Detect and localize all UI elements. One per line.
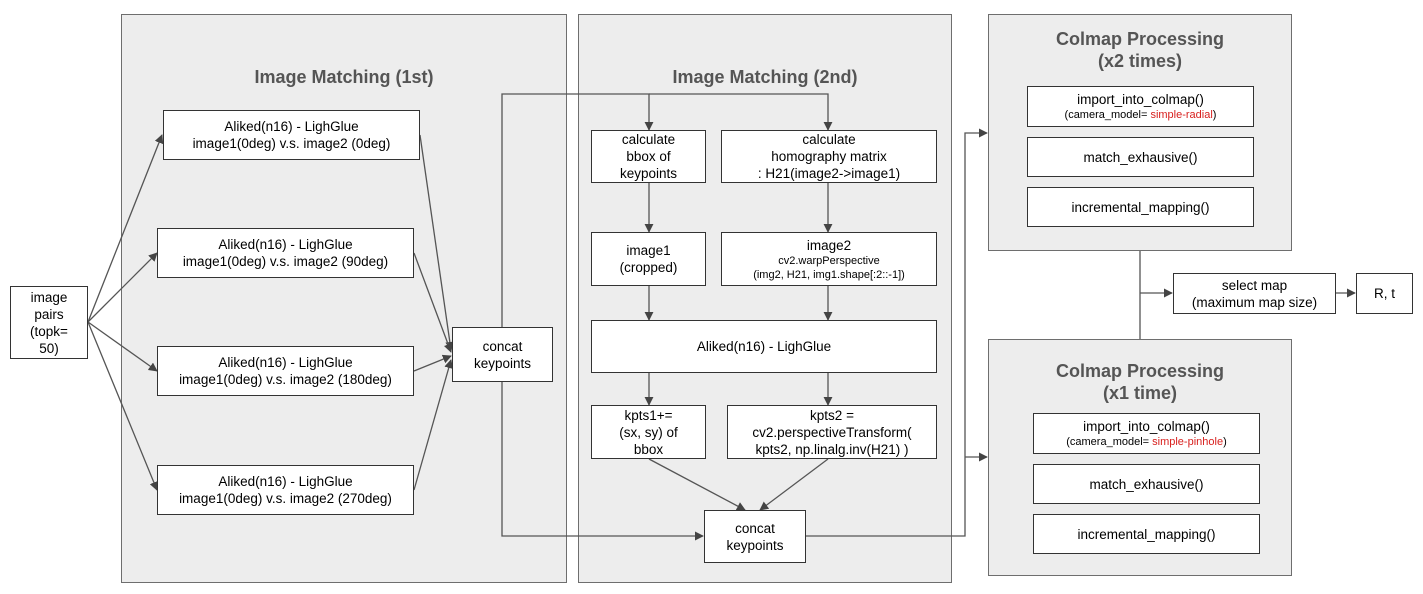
homography-node: calculate homography matrix : H21(image2… xyxy=(721,130,937,183)
concat-keypoints-2: concat keypoints xyxy=(704,510,806,563)
import-label: import_into_colmap() xyxy=(1083,419,1210,434)
match-box-90deg: Aliked(n16) - LighGlue image1(0deg) v.s.… xyxy=(157,228,414,278)
kpts2-node: kpts2 = cv2.perspectiveTransform( kpts2,… xyxy=(727,405,937,459)
match-box-line2: image1(0deg) v.s. image2 (270deg) xyxy=(179,491,392,506)
camera-model-suffix: ) xyxy=(1223,436,1227,448)
output-rt-node: R, t xyxy=(1356,273,1413,314)
match-exhausive-top: match_exhausive() xyxy=(1027,137,1254,177)
match-box-line1: Aliked(n16) - LighGlue xyxy=(218,237,353,252)
incremental-mapping-bottom: incremental_mapping() xyxy=(1033,514,1260,554)
match-box-line2: image1(0deg) v.s. image2 (90deg) xyxy=(182,254,389,269)
match-box-line1: Aliked(n16) - LighGlue xyxy=(218,474,353,489)
incremental-mapping-top: incremental_mapping() xyxy=(1027,187,1254,227)
image2-title: image2 xyxy=(806,237,852,253)
panel-title: Colmap Processing (x2 times) xyxy=(1055,29,1225,71)
camera-model-prefix: (camera_model= xyxy=(1066,436,1153,448)
match-box-line2: image1(0deg) v.s. image2 (180deg) xyxy=(179,372,392,387)
match-box-line1: Aliked(n16) - LighGlue xyxy=(218,355,353,370)
camera-model-value: simple-radial xyxy=(1150,109,1213,121)
aliked-lighglue-node: Aliked(n16) - LighGlue xyxy=(591,320,937,373)
concat-keypoints-1: concat keypoints xyxy=(452,327,553,382)
panel-title: Image Matching (1st) xyxy=(254,67,434,87)
select-map-node: select map (maximum map size) xyxy=(1173,273,1336,314)
camera-model-line: (camera_model= simple-pinhole) xyxy=(1066,435,1227,449)
match-exhausive-bottom: match_exhausive() xyxy=(1033,464,1260,504)
image2-subtitle: cv2.warpPerspective (img2, H21, img1.sha… xyxy=(753,254,905,281)
camera-model-value: simple-pinhole xyxy=(1152,436,1224,448)
match-box-line1: Aliked(n16) - LighGlue xyxy=(224,119,359,134)
import-into-colmap-pinhole: import_into_colmap() (camera_model= simp… xyxy=(1033,413,1260,454)
camera-model-line: (camera_model= simple-radial) xyxy=(1065,108,1217,122)
camera-model-prefix: (camera_model= xyxy=(1064,109,1151,121)
camera-model-suffix: ) xyxy=(1212,109,1217,121)
panel-title: Colmap Processing (x1 time) xyxy=(1055,361,1225,403)
bbox-node: calculate bbox of keypoints xyxy=(591,130,706,183)
image-pairs-node: image pairs (topk= 50) xyxy=(10,286,88,359)
match-box-line2: image1(0deg) v.s. image2 (0deg) xyxy=(192,136,391,151)
match-box-180deg: Aliked(n16) - LighGlue image1(0deg) v.s.… xyxy=(157,346,414,396)
image2-warp-node: image2 cv2.warpPerspective (img2, H21, i… xyxy=(721,232,937,286)
match-box-270deg: Aliked(n16) - LighGlue image1(0deg) v.s.… xyxy=(157,465,414,515)
panel-title: Image Matching (2nd) xyxy=(672,67,858,87)
import-into-colmap-radial: import_into_colmap() (camera_model= simp… xyxy=(1027,86,1254,127)
match-box-0deg: Aliked(n16) - LighGlue image1(0deg) v.s.… xyxy=(163,110,420,160)
panel-image-matching-2nd: Image Matching (2nd) xyxy=(578,14,952,583)
image1-cropped-node: image1 (cropped) xyxy=(591,232,706,286)
import-label: import_into_colmap() xyxy=(1077,92,1204,107)
kpts1-node: kpts1+= (sx, sy) of bbox xyxy=(591,405,706,459)
